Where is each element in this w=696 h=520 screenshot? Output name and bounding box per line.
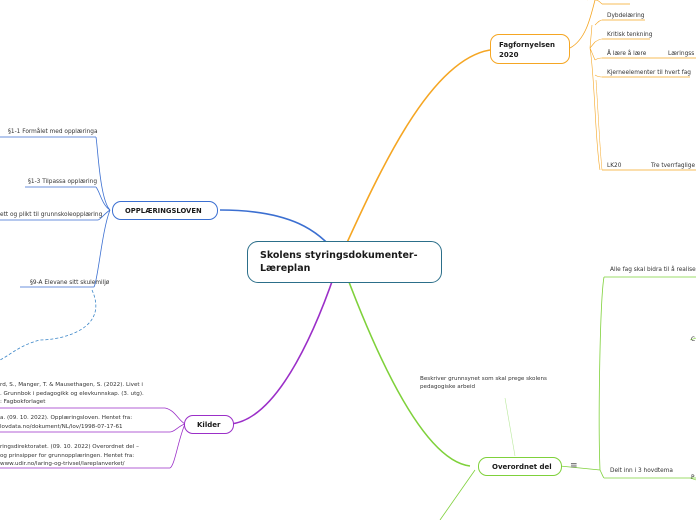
branch-opplaeringsloven-label: OPPLÆRINGSLOVEN [125, 207, 202, 215]
fag-lines-extra [595, 79, 603, 171]
fag-vertical [589, 24, 601, 171]
kilder-sub-lines [0, 407, 170, 469]
notes-icon[interactable]: ≡ [570, 461, 578, 471]
topic-rett-og-plikt[interactable]: ett og plikt til grunnskoleopplæring [0, 212, 103, 218]
topic-formalet[interactable]: §1-1 Formålet med opplæringa [8, 129, 98, 135]
topic-beskriver-line2: pedagogiske arbeid [420, 384, 476, 390]
over-beskriver-line [504, 397, 516, 457]
source-3-line2: og prinsipper for grunnopplæringen. Hent… [0, 452, 135, 459]
fag-small-curves [594, 0, 603, 78]
source-2-line2: lovdata.no/dokument/NL/lov/1998-07-17-61 [0, 423, 123, 430]
lov-curves [93, 136, 111, 288]
over-from-node-line [559, 465, 601, 471]
branch-overordnet-del[interactable]: Overordnet del [478, 457, 562, 476]
branch-fagfornyelsen-line2: 2020 [499, 51, 519, 59]
branch-overordnet-label: Overordnet del [492, 463, 552, 471]
branch-kilder[interactable]: Kilder [184, 415, 234, 434]
central-node-line1: Skolens styringsdokumenter- [260, 250, 418, 261]
topic-dybdelaering[interactable]: Dybdelæring [607, 13, 645, 19]
connector-overordnet [339, 257, 471, 467]
source-3[interactable]: ringsdirektoratet. (09. 10. 2022) Overor… [0, 443, 139, 469]
topic-kritisk-tenkning[interactable]: Kritisk tenkning [607, 32, 653, 38]
fag-sub-lines [602, 3, 696, 171]
topic-laeringss[interactable]: Læringss [668, 51, 695, 57]
central-node-line2: Læreplan [260, 263, 311, 274]
branch-opplaeringsloven[interactable]: OPPLÆRINGSLOVEN [112, 201, 218, 220]
over-curves [598, 276, 605, 479]
branch-fagfornyelsen-line1: Fagfornyelsen [499, 41, 556, 49]
central-node[interactable]: Skolens styringsdokumenter- Læreplan [247, 241, 442, 283]
source-2-line1: a. (09. 10. 2022). Opplæringsloven. Hent… [0, 415, 133, 421]
topic-tre-tverrfaglige[interactable]: Tre tverrfaglige [651, 163, 696, 169]
over-right-branches [689, 337, 696, 481]
source-1-line2: . Grunnbok i pedagogikk og elevkunnskap.… [0, 390, 144, 397]
topic-cut-c[interactable]: C [691, 337, 696, 343]
source-2[interactable]: a. (09. 10. 2022). Opplæringsloven. Hent… [0, 414, 132, 431]
over-sub-lines [604, 276, 696, 479]
topic-delt-inn[interactable]: Delt inn i 3 hovdtema [610, 468, 673, 474]
fag-trunk [569, 0, 596, 49]
topic-beskriver-line1[interactable]: Beskriver grunnsynet som skal prege skol… [420, 376, 547, 382]
kilder-curves [164, 407, 186, 469]
branch-kilder-label: Kilder [197, 421, 221, 429]
topic-a-laere-a-laere[interactable]: Å lære å lære [607, 51, 647, 57]
topic-kjerneelementer[interactable]: Kjerneelementer til hvert fag [607, 70, 691, 76]
source-1-line1: rd, S., Manger, T. & Mausethagen, S. (20… [0, 382, 143, 388]
lov-sub-lines [0, 136, 98, 288]
topic-lk20[interactable]: LK20 [607, 163, 622, 169]
source-1[interactable]: rd, S., Manger, T. & Mausethagen, S. (20… [0, 381, 144, 407]
source-3-line3: www.udir.no/laring-og-trivsel/lareplanve… [0, 461, 125, 467]
over-lower-line [439, 469, 476, 520]
topic-cut-p[interactable]: P [691, 475, 695, 481]
lov-dashed-link [0, 289, 97, 361]
topic-alle-fag[interactable]: Alle fag skal bidra til å realisere [610, 267, 696, 273]
branch-fagfornyelsen[interactable]: Fagfornyelsen 2020 [490, 34, 570, 64]
source-3-line1: ringsdirektoratet. (09. 10. 2022) Overor… [0, 444, 139, 450]
topic-skulemiljo[interactable]: §9-A Elevane sitt skulemiljø [30, 280, 110, 286]
source-1-line3: : Fagbokforlaget [0, 399, 46, 405]
connector-fagfornyelsen [339, 49, 491, 259]
topic-tilpassa[interactable]: §1-3 Tilpassa opplæring [28, 179, 98, 185]
